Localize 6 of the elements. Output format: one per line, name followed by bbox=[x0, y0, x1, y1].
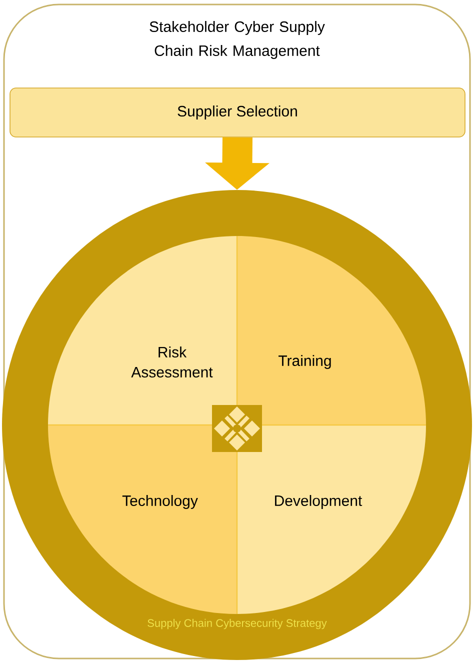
quadrant: Development bbox=[237, 425, 426, 614]
title: Stakeholder Cyber Supply Chain Risk Management bbox=[150, 21, 325, 59]
quadrant: Risk Assessment bbox=[48, 236, 237, 425]
quadrant: Technology bbox=[48, 425, 237, 614]
process-box: Supplier Selection bbox=[10, 88, 466, 138]
quadrant: Training bbox=[237, 236, 426, 425]
